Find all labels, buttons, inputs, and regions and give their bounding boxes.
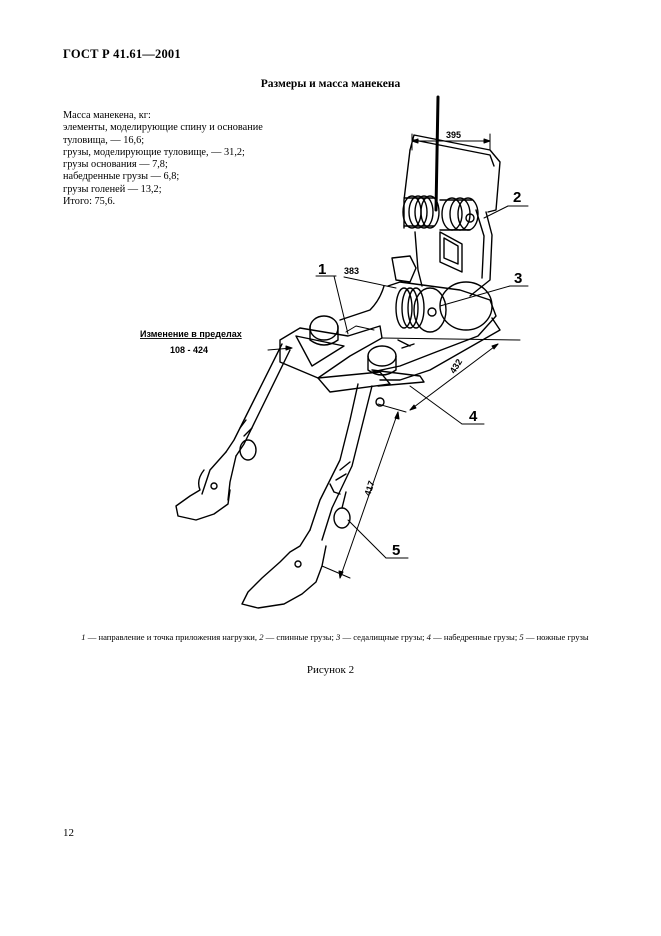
leader-lines [315, 205, 529, 559]
seat-weights [339, 281, 501, 381]
callout-1: 1 [318, 261, 326, 278]
caption-text: — набедренные грузы; [430, 632, 520, 642]
callout-4: 4 [469, 408, 478, 425]
document-header: ГОСТ Р 41.61—2001 [63, 47, 181, 61]
front-leg [241, 383, 385, 609]
section-title: Размеры и масса манекена [260, 78, 401, 90]
dim-adjust-label: Изменение в пределах [140, 329, 242, 339]
caption-num: 4 [426, 632, 431, 642]
dim-thigh-length: 432 [448, 357, 464, 375]
mass-list-line: Итого: 75,6. [63, 196, 116, 208]
dim-shin-length: 417 [362, 480, 376, 497]
mass-list-line: грузы голеней — 13,2; [63, 183, 162, 195]
caption-num: 1 [81, 632, 86, 642]
caption-num: 5 [519, 632, 524, 642]
caption-text: — ножные грузы [523, 632, 589, 642]
dimension-lines [267, 133, 521, 579]
mass-list-line: грузы, моделирующие туловище, — 31,2; [63, 146, 245, 158]
callout-3: 3 [514, 270, 522, 287]
page-number: 12 [63, 827, 74, 839]
figure-label: Рисунок 2 [306, 664, 355, 676]
mass-list-line: элементы, моделирующие спину и основание [63, 122, 263, 134]
mass-list-line: Масса манекена, кг: [63, 110, 151, 121]
mass-list: Масса манекена, кг: элементы, моделирующ… [63, 110, 263, 208]
dim-back-width: 395 [446, 130, 461, 140]
callout-5: 5 [392, 542, 400, 559]
callout-2: 2 [513, 189, 521, 206]
figure-caption: 1 — направление и точка приложения нагру… [70, 632, 600, 643]
thigh-assembly [279, 315, 425, 393]
caption-text: — направление и точка приложения нагрузк… [85, 632, 260, 642]
rear-leg [175, 343, 291, 521]
mass-list-line: грузы основания — 7,8; [63, 159, 168, 171]
caption-num: 2 [259, 632, 264, 642]
back-weights [391, 195, 479, 287]
dim-adjust-range: 108 - 424 [170, 345, 208, 355]
dim-seat-offset: 383 [344, 266, 359, 276]
caption-text: — спинные грузы; [263, 632, 337, 642]
mass-list-line: туловища, — 16,6; [63, 134, 145, 146]
caption-num: 3 [336, 632, 341, 642]
caption-text: — седалищные грузы; [340, 632, 427, 642]
mass-list-line: набедренные грузы — 6,8; [63, 171, 180, 183]
